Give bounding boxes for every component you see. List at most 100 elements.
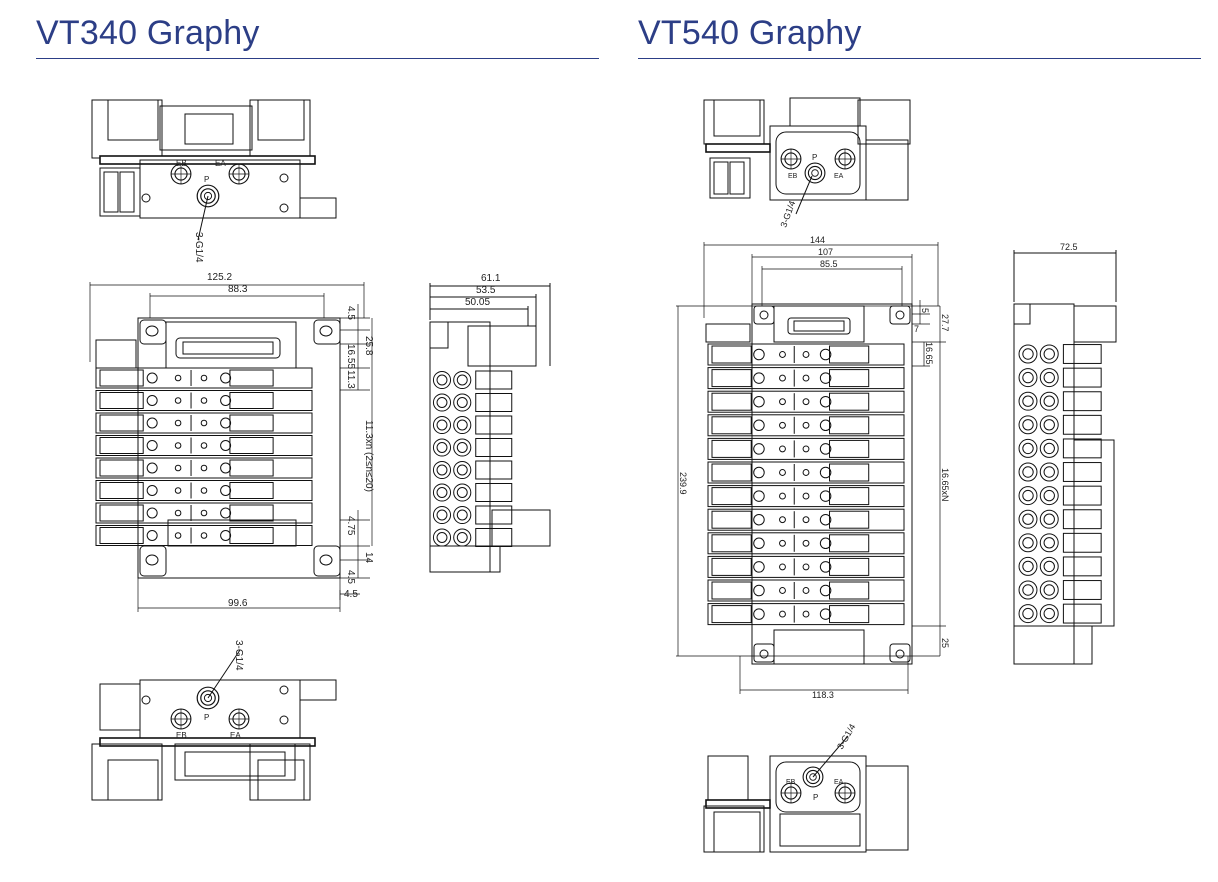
vt540-side-72-5: 72.5	[1060, 242, 1078, 252]
vt540-dim-85-5: 85.5	[820, 259, 838, 269]
vt540-side-port-row	[1018, 391, 1102, 412]
vt340-side-port-row	[432, 438, 513, 457]
vt540-valve-row	[707, 367, 905, 390]
vt340-top-thread: 3-G1/4	[193, 232, 204, 263]
vt540-dim-7: 7	[914, 324, 919, 334]
vt340-side-ports	[432, 370, 513, 547]
vt340-valve-row	[95, 525, 313, 546]
vt540-valve-row	[707, 508, 905, 531]
vt340-dim-14: 14	[363, 552, 374, 564]
vt540-bottom-ea: EA	[834, 779, 844, 786]
vt340-bottom-thread: 3-G1/4	[233, 640, 244, 671]
vt540-dim-16-65: 16.65	[924, 342, 934, 365]
vt340-dim-4-75: 4.75	[345, 516, 356, 536]
vt540-valve-row	[707, 555, 905, 578]
vt540-top-ea: EA	[834, 173, 844, 180]
vt340-side-53-5: 53.5	[476, 285, 496, 296]
vt340-dim-125-2: 125.2	[207, 272, 232, 283]
vt540-side-port-row	[1018, 580, 1102, 600]
vt540-top-eb: EB	[788, 173, 798, 180]
vt540-side-port-row	[1018, 485, 1102, 506]
vt340-top-view	[91, 99, 337, 241]
vt340-dim-pitch: 11.3xn (2≤n≤20)	[363, 420, 374, 492]
vt340-dim-25-8: 25.8	[363, 336, 374, 356]
vt540-dim-107: 107	[818, 247, 833, 257]
vt340-top-eb: EB	[176, 159, 187, 168]
vt540-front-dims	[676, 242, 946, 694]
vt340-side-view	[429, 283, 551, 573]
vt540-valve-row	[707, 485, 905, 508]
vt340-dim-4-5b: 4.5	[345, 570, 356, 584]
vt540-side-port-row	[1018, 438, 1102, 459]
vt540-side-port-row	[1018, 603, 1102, 624]
vt540-valve-row	[707, 437, 905, 460]
vt540-dim-5: 5	[920, 308, 930, 313]
vt340-valve-row	[95, 502, 313, 524]
vt540-bottom-thread: 3-G1/4	[835, 722, 857, 751]
vt340-bottom-view	[91, 649, 337, 801]
vt540-bottom-p: P	[813, 793, 818, 802]
vt340-bottom-ea: EA	[230, 731, 241, 740]
vt340-side-port-row	[432, 483, 513, 502]
vt540-dim-118-3: 118.3	[812, 690, 834, 700]
vt340-valve-row	[95, 412, 313, 434]
vt340-valve-stack	[95, 367, 313, 546]
vt340-valve-row	[95, 435, 313, 456]
vt340-title: VT340 Graphy	[36, 14, 260, 52]
vt540-side-port-row	[1018, 367, 1102, 388]
vt540-valve-row	[707, 603, 905, 626]
vt340-valve-row	[95, 480, 313, 501]
vt340-side-port-row	[432, 415, 513, 435]
vt340-front-dims	[89, 282, 373, 612]
vt340-side-port-row	[432, 528, 513, 547]
vt540-dim-pitch: 16.65xN	[940, 468, 950, 502]
vt340-valve-row	[95, 457, 313, 479]
vt340-side-61-1: 61.1	[481, 273, 501, 284]
vt340-dim-4-5c: 4.5	[344, 589, 358, 600]
vt540-title-rule	[638, 58, 1201, 59]
vt540-top-thread: 3-G1/4	[778, 199, 797, 228]
vt340-bottom-p: P	[204, 713, 209, 722]
vt340-dim-99-6: 99.6	[228, 598, 248, 609]
vt340-side-port-row	[432, 460, 513, 480]
vt540-bottom-eb: EB	[786, 779, 796, 786]
vt540-dim-144: 144	[810, 235, 825, 245]
vt540-bottom-view	[703, 735, 909, 853]
vt340-bottom-eb: EB	[176, 731, 187, 740]
vt540-valve-row	[707, 414, 905, 437]
vt340-dim-4-5a: 4.5	[345, 306, 356, 320]
vt540-side-port-row	[1018, 532, 1102, 553]
vt540-valve-row	[707, 461, 905, 484]
vt540-top-p: P	[812, 153, 817, 162]
vt340-side-port-row	[432, 370, 513, 390]
vt540-side-ports	[1018, 344, 1102, 624]
vt340-dim-11-3: 11.3	[345, 370, 356, 389]
vt540-side-port-row	[1018, 462, 1102, 482]
vt340-side-port-row	[432, 393, 513, 412]
vt540-front-view	[705, 303, 913, 665]
vt340-side-port-row	[432, 505, 513, 525]
vt340-top-p: P	[204, 175, 209, 184]
vt540-side-port-row	[1018, 509, 1102, 530]
vt340-top-ea: EA	[215, 159, 226, 168]
vt540-valve-row	[707, 343, 905, 366]
vt340-title-rule	[36, 58, 599, 59]
vt540-side-port-row	[1018, 344, 1102, 364]
vt540-valve-stack	[707, 343, 905, 626]
vt540-valve-row	[707, 532, 905, 555]
vt540-valve-row	[707, 579, 905, 602]
vt540-dim-25: 25	[940, 638, 950, 648]
vt540-valve-row	[707, 390, 905, 413]
vt540-side-port-row	[1018, 556, 1102, 577]
vt540-title: VT540 Graphy	[638, 14, 862, 52]
vt340-side-50-05: 50.05	[465, 297, 490, 308]
vt340-dim-88-3: 88.3	[228, 284, 248, 295]
vt540-dim-239-9: 239.9	[678, 472, 688, 495]
vt540-side-port-row	[1018, 414, 1102, 435]
vt340-valve-row	[95, 367, 313, 389]
vt340-front-view	[95, 317, 341, 579]
vt540-top-view	[703, 97, 911, 215]
vt340-valve-row	[95, 390, 313, 411]
vt340-dim-16-55: 16.55	[345, 344, 356, 369]
